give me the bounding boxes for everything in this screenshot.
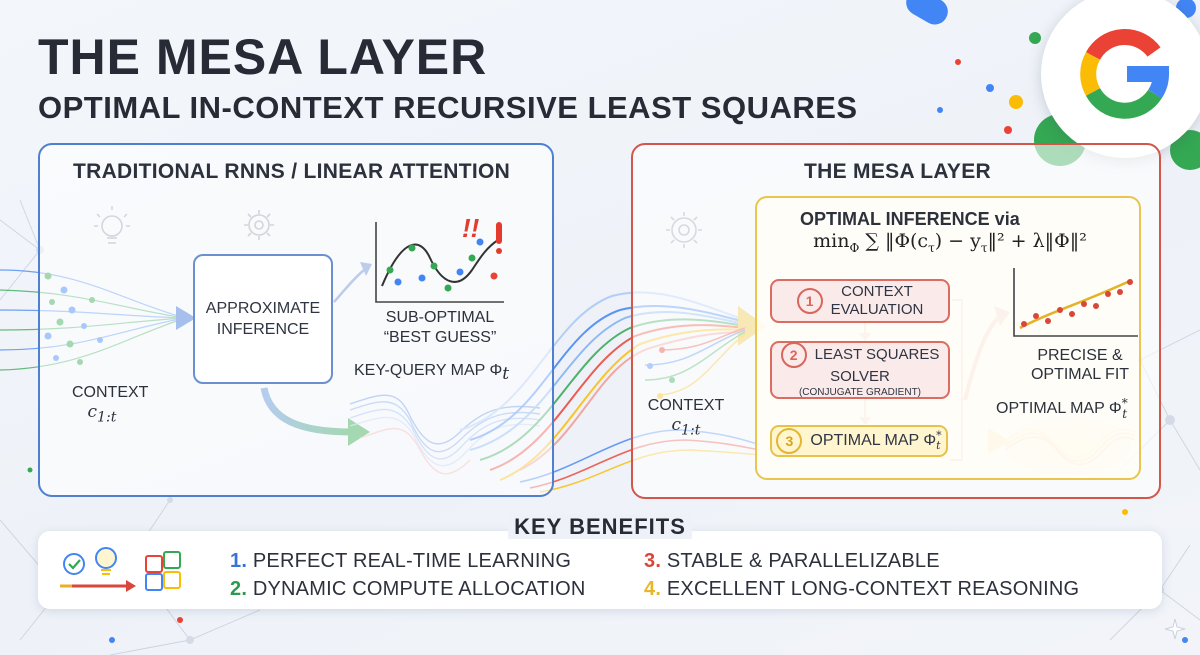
sparkle-icon [1164, 618, 1186, 640]
alert-icon [494, 222, 504, 256]
check-circle-icon [63, 553, 85, 575]
key-query-map-label: KEY-QUERY MAP Φt [354, 362, 510, 385]
benefit-item-4: 4. EXCELLENT LONG-CONTEXT REASONING [644, 578, 1080, 600]
benefit-item-2: 2. DYNAMIC COMPUTE ALLOCATION [230, 578, 586, 600]
suboptimal-fit-chart [375, 222, 504, 303]
google-logo-icon [1080, 28, 1170, 119]
precise-fit-label: PRECISE & OPTIMAL FIT [1030, 347, 1130, 383]
step-optimal-map: 3 OPTIMAL MAP Φ*t [770, 425, 948, 457]
optimal-map-label: OPTIMAL MAP Φ*t [996, 396, 1128, 421]
benefit-item-3: 3. STABLE & PARALLELIZABLE [644, 550, 940, 572]
traditional-panel-title: TRADITIONAL RNNS / LINEAR ATTENTION [73, 160, 511, 183]
brand-badge [1041, 0, 1200, 158]
step-least-squares-solver: 2 LEAST SQUARES SOLVER (CONJUGATE GRADIE… [770, 341, 950, 399]
page-title: THE MESA LAYER [38, 29, 488, 85]
benefits-icons [60, 547, 181, 592]
benefit-item-1: 1. PERFECT REAL-TIME LEARNING [230, 550, 572, 572]
lightbulb-icon [95, 547, 117, 575]
key-benefits-bar [38, 531, 1162, 609]
mesa-panel-title: THE MESA LAYER [804, 160, 992, 183]
optimal-fit-chart [1013, 268, 1138, 337]
key-benefits-title: KEY BENEFITS [0, 514, 1200, 540]
page-subtitle: OPTIMAL IN-CONTEXT RECURSIVE LEAST SQUAR… [38, 90, 858, 125]
puzzle-pieces-icon [145, 551, 181, 591]
alert-marks: !! [462, 213, 480, 243]
approximate-inference-label: APPROXIMATE INFERENCE [205, 300, 321, 338]
right-context-label: CONTEXT c1:t [647, 397, 725, 439]
optimal-inference-title: OPTIMAL INFERENCE via [800, 209, 1020, 229]
suboptimal-label: SUB-OPTIMAL “BEST GUESS” [383, 309, 497, 346]
approximate-inference-box: APPROXIMATE INFERENCE [193, 254, 333, 384]
objective-formula: minΦ ∑ ‖Φ(cτ) − yτ‖² + λ‖Φ‖² [813, 230, 1087, 255]
left-context-label: CONTEXT c1:t [72, 384, 149, 426]
